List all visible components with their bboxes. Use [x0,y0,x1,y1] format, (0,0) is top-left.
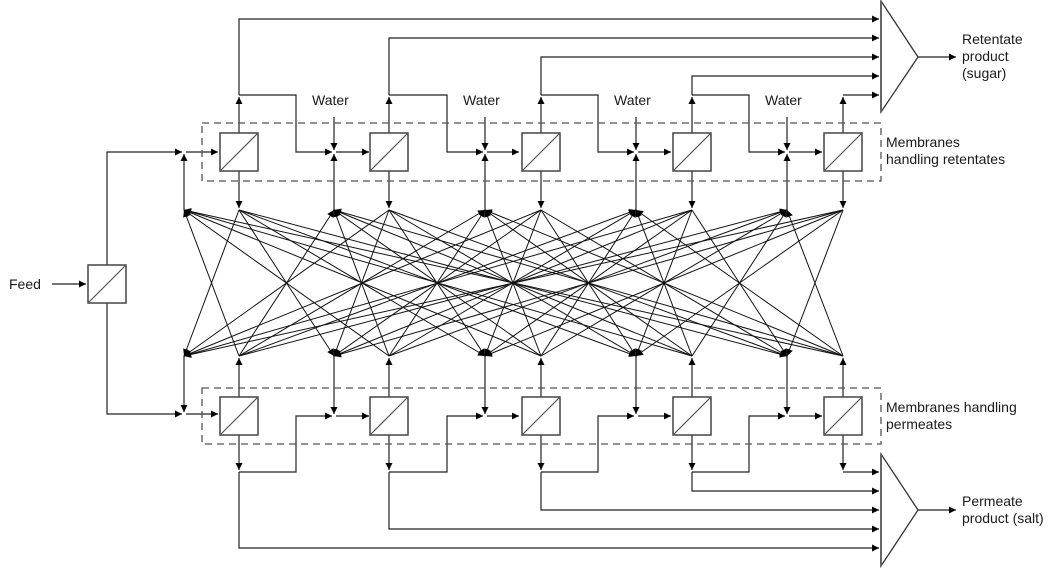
retentate-group-label: Membranes handling retentates [886,134,1006,167]
permeate-to-product-4 [691,472,879,495]
retentate-membrane-2 [369,132,409,172]
permeate-product-mixer [880,451,919,568]
membrane-diagonal [521,132,561,172]
permeate-group-box [201,387,882,445]
feed-membrane [87,264,127,304]
mesh-line-bottom2-to-top-mixer1 [183,209,390,357]
membrane-diagonal [369,132,409,172]
feed-permeate-line [106,303,182,418]
mesh-line-bottom5-to-top-mixer2 [333,208,844,357]
permeate-product-label: Permeate product (salt) [962,493,1044,526]
retentate-recycle-1 [239,94,332,156]
permeate-membrane-4 [672,396,712,436]
permeate-membrane-1 [219,396,259,436]
water-label-1: Water [312,92,349,108]
retentate-group-box [201,122,882,182]
permeate-to-product-3 [540,472,879,514]
membrane-diagonal [672,396,712,436]
permeate-group-label: Membranes handling permeates [886,399,1017,432]
water-label-3: Water [614,92,651,108]
mesh-line-bottom5-to-top-mixer4 [635,209,844,357]
permeate-membrane-5 [823,396,863,436]
feed-retentate-line [106,148,182,265]
membrane-diagonal [87,264,127,304]
permeate-to-product-2 [388,472,879,533]
water-label-2: Water [463,92,500,108]
permeate-to-product-1 [238,472,879,552]
membrane-diagonal [672,132,712,172]
retentate-product-label: Retentate product (sugar) [962,31,1023,81]
mesh-line-bottom1-to-top-mixer1 [183,209,240,357]
permeate-membrane-3 [521,396,561,436]
feed-label: Feed [9,276,41,292]
membrane-diagonal [823,132,863,172]
retentate-to-product-2 [388,34,879,95]
retentate-to-product-4 [691,72,879,95]
mesh-line-bottom5-to-top-mixer1 [183,208,844,357]
retentate-to-product-1 [238,15,879,95]
retentate-membrane-4 [672,132,712,172]
retentate-membrane-1 [219,132,259,172]
membrane-diagonal [823,396,863,436]
permeate-recycle-3 [541,412,634,473]
permeate-membrane-2 [369,396,409,436]
retentate-to-product-3 [540,53,879,95]
retentate-membrane-5 [823,132,863,172]
mesh-line-bottom3-to-top-mixer1 [183,209,542,357]
mesh-line-bottom5-to-top-mixer3 [484,209,844,357]
membrane-diagonal [369,396,409,436]
mesh-line-bottom4-to-top-mixer1 [183,208,693,357]
membrane-diagonal [219,396,259,436]
retentate-membrane-3 [521,132,561,172]
mesh-line-bottom5-to-top-mixer5 [786,209,844,357]
water-label-4: Water [765,92,802,108]
membrane-diagonal [521,396,561,436]
membrane-diagonal [219,132,259,172]
retentate-product-mixer [880,0,919,115]
